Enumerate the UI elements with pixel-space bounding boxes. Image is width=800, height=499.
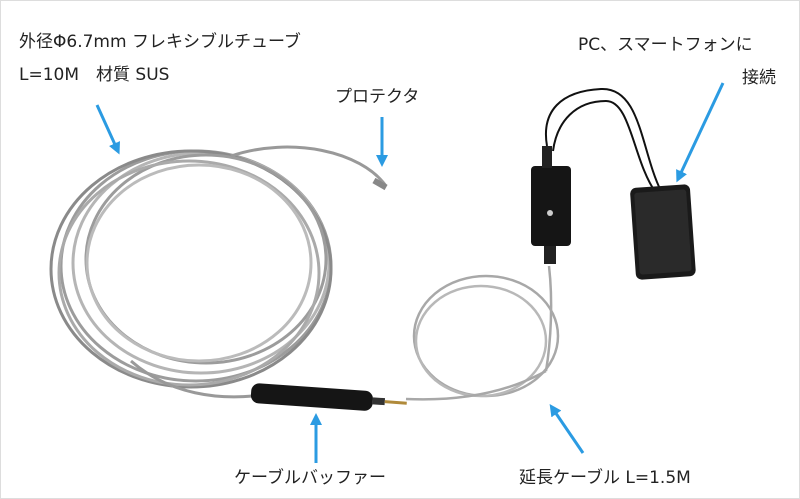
arrow-phone [676, 82, 725, 183]
pc-connect-label: PC、スマートフォンに [578, 35, 753, 55]
flexible-tube-coil [49, 145, 388, 399]
usb-module [531, 146, 571, 264]
buffer-label: ケーブルバッファー [234, 468, 386, 488]
tube-spec-label: 外径Φ6.7mm フレキシブルチューブ [19, 32, 301, 52]
pc-connect-label-2: 接続 [742, 68, 776, 88]
smartphone [630, 184, 696, 280]
arrow-extension [549, 404, 585, 454]
extension-label: 延長ケーブル L=1.5M [519, 468, 691, 488]
cable-buffer [250, 383, 407, 411]
arrow-tube [95, 104, 120, 155]
protector-label: プロテクタ [335, 87, 420, 107]
tube-length-label: L=10M 材質 SUS [19, 65, 170, 85]
extension-cable [405, 265, 560, 401]
usb-cable [545, 87, 662, 194]
protector-tip [372, 177, 388, 191]
